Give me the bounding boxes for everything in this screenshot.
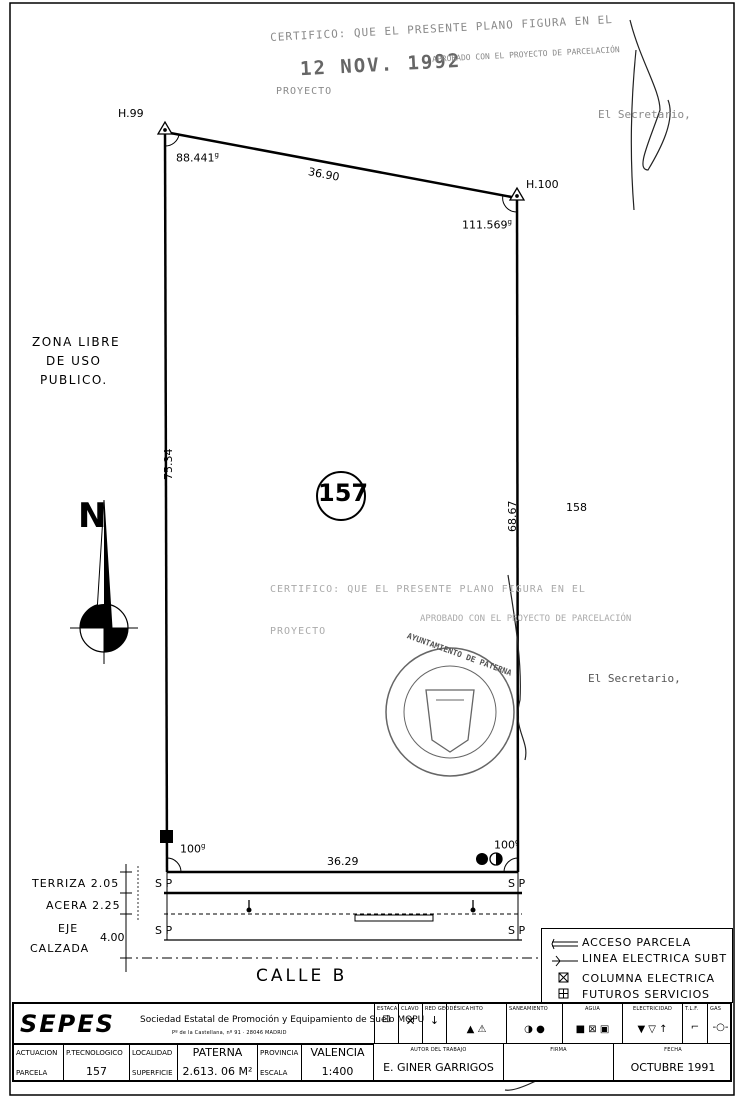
- sp-left-bottom: S P: [155, 924, 173, 937]
- arc-bottom-left: [166, 857, 182, 873]
- survey-markers: [156, 120, 526, 201]
- gas-icon: -○-: [712, 1022, 729, 1033]
- firma-label: FIRMA: [550, 1047, 567, 1053]
- saneamiento-icon: ◑ ●: [524, 1024, 545, 1035]
- terriza-label: TERRIZA 2.05: [32, 877, 120, 890]
- acera-label: ACERA 2.25: [46, 899, 121, 912]
- street-name: CALLE B: [256, 966, 348, 986]
- secretary-top: El Secretario,: [598, 108, 691, 121]
- company-name: Sociedad Estatal de Promoción y Equipami…: [140, 1015, 425, 1025]
- arc-bottom-right: [503, 857, 519, 873]
- fecha-value: OCTUBRE 1991: [630, 1061, 716, 1074]
- escala-value: 1:400: [321, 1065, 354, 1078]
- localidad-value: PATERNA: [192, 1046, 243, 1059]
- boundary-right: [515, 197, 520, 873]
- superficie-value: 2.613. 06 M²: [182, 1065, 253, 1078]
- angle-bottom-left: 100g: [180, 842, 206, 856]
- hito-icon: ▲ ⚠: [466, 1024, 487, 1035]
- provincia-value: VALENCIA: [310, 1046, 365, 1059]
- signature-marks: [499, 19, 671, 1091]
- parcela-label: PARCELA: [16, 1069, 48, 1077]
- arc-top-left: [164, 134, 180, 147]
- title-block-bottom-row: ACTUACION PARCELA P.TECNOLOGICO 157 LOCA…: [14, 1044, 732, 1082]
- municipal-seal-icon: [385, 647, 515, 777]
- estaca-icon: ⊡: [382, 1014, 391, 1025]
- autor-label: AUTOR DEL TRABAJO: [410, 1047, 467, 1053]
- angle-top-left: 88.441g: [176, 151, 219, 165]
- geodesic-icon: ↓: [429, 1014, 440, 1027]
- localidad-label: LOCALIDAD: [132, 1049, 173, 1057]
- legend-acceso: ACCESO PARCELA: [582, 936, 692, 949]
- calzada-label: CALZADA: [30, 942, 90, 955]
- h99-marker-icon: [156, 120, 174, 135]
- parcel-outline: [163, 130, 520, 874]
- secretary-mid: El Secretario,: [588, 672, 681, 685]
- point-h100: H.100: [526, 178, 559, 191]
- stamp-aprobado-mid: APROBADO CON EL PROYECTO DE PARCELACIÓN: [420, 614, 632, 624]
- sepes-logo: SEPES: [20, 1010, 115, 1038]
- services-icon: [558, 988, 569, 999]
- zona-libre-line2: DE USO: [46, 354, 102, 368]
- boundary-left: [163, 131, 169, 873]
- angle-top-right: 111.569g: [462, 218, 512, 232]
- superficie-label: SUPERFICIE: [132, 1069, 173, 1077]
- eje-dimension: 4.00: [100, 931, 125, 944]
- agua-icon: ■ ⊠ ▣: [575, 1024, 610, 1035]
- symbol-columns: ESTACA⊡ CLAVO✕ RED GEODÉSICA↓ HITO▲ ⚠ SA…: [374, 1004, 733, 1044]
- zona-libre-line1: ZONA LIBRE: [32, 335, 121, 349]
- legend-box: ACCESO PARCELA LINEA ELECTRICA SUBT COLU…: [541, 928, 733, 1003]
- adjacent-parcel-number: 158: [566, 501, 587, 514]
- cable-icon: [552, 955, 578, 967]
- legend-columna: COLUMNA ELECTRICA: [582, 972, 715, 985]
- sp-left-top: S P: [155, 877, 173, 890]
- legend-futuros: FUTUROS SERVICIOS: [582, 988, 710, 1001]
- sp-right-top: S P: [508, 877, 526, 890]
- clavo-icon: ✕: [405, 1014, 416, 1028]
- actuacion-value: P.TECNOLOGICO: [66, 1049, 123, 1057]
- fecha-label: FECHA: [664, 1047, 682, 1053]
- eje-label: EJE: [58, 922, 79, 935]
- stamp-certifico-mid: CERTIFICO: QUE EL PRESENTE PLANO FIGURA …: [270, 584, 586, 595]
- electricidad-icon: ▼ ▽ ↑: [637, 1024, 668, 1035]
- tlf-icon: ⌐: [690, 1022, 700, 1033]
- provincia-label: PROVINCIA: [260, 1049, 299, 1057]
- angle-arcs: [164, 134, 519, 873]
- dimension-right: 68.67: [506, 500, 519, 533]
- stamp-proyecto-top: PROYECTO: [276, 86, 333, 97]
- service-circle-icon: [476, 853, 488, 865]
- legend-linea: LINEA ELECTRICA SUBT: [582, 952, 727, 965]
- boundary-top: [164, 130, 518, 200]
- h100-marker-icon: [508, 186, 526, 201]
- arc-top-right: [502, 194, 518, 213]
- legend-icons: [551, 938, 578, 999]
- escala-label: ESCALA: [260, 1069, 288, 1077]
- street-section: [120, 864, 540, 972]
- dimension-bottom: 36.29: [327, 855, 359, 868]
- actuacion-label: ACTUACION: [16, 1049, 58, 1057]
- access-icon: [551, 938, 578, 950]
- point-h99: H.99: [118, 107, 144, 120]
- stamp-proyecto-mid: PROYECTO: [270, 626, 327, 637]
- north-label: N: [78, 496, 107, 536]
- sp-right-bottom: S P: [508, 924, 526, 937]
- parcela-value: 157: [86, 1065, 107, 1078]
- autor-value: E. GINER GARRIGOS: [383, 1061, 494, 1074]
- dimension-left: 75.34: [162, 448, 175, 481]
- page-border: [9, 2, 735, 1096]
- zona-libre-line3: PUBLICO.: [40, 373, 108, 387]
- company-address: Pº de la Castellana, nº 91 · 28046 MADRI…: [172, 1030, 287, 1036]
- column-icon: [558, 972, 569, 983]
- column-electrica-icon: [160, 830, 173, 843]
- title-block-top-row: [14, 1004, 732, 1044]
- parcel-number-circle: [316, 471, 366, 521]
- north-arrow-icon: [70, 499, 138, 664]
- angle-bottom-right: 100g: [494, 838, 520, 852]
- parcel-number: 157: [318, 479, 369, 507]
- title-block: SEPES Sociedad Estatal de Promoción y Eq…: [12, 1002, 732, 1082]
